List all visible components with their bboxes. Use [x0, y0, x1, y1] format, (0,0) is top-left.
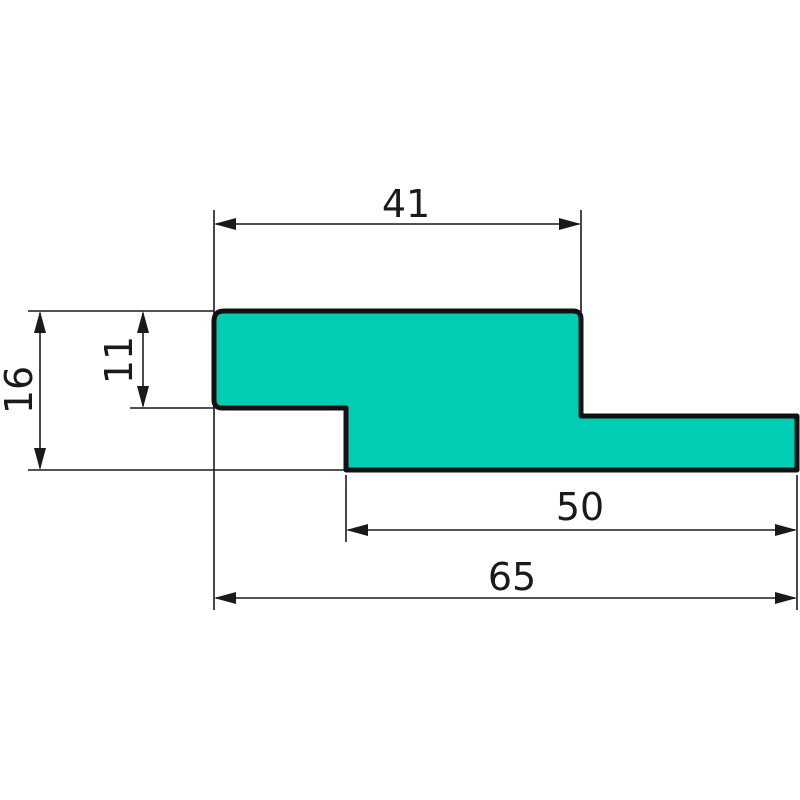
- dimension-label-height-total: 16: [0, 366, 41, 414]
- profile-shape: [211, 308, 800, 473]
- dimension-width-total: 65: [214, 555, 797, 604]
- arrow-left: [214, 592, 236, 604]
- dimension-width-top: 41: [214, 182, 581, 230]
- arrow-right: [775, 524, 797, 536]
- dimension-label-width-bottom: 50: [556, 485, 604, 529]
- dimension-label-height-top: 11: [97, 336, 141, 384]
- dimension-label-width-top: 41: [382, 182, 430, 226]
- arrow-up: [137, 311, 149, 333]
- dimension-width-bottom: 50: [346, 485, 797, 536]
- arrow-right: [775, 592, 797, 604]
- arrow-up: [34, 311, 46, 333]
- dimension-height-top: 11: [97, 311, 149, 408]
- arrow-right: [559, 218, 581, 230]
- arrow-left: [346, 524, 368, 536]
- arrow-down: [34, 448, 46, 470]
- dimension-height-total: 16: [0, 311, 46, 470]
- dimension-label-width-total: 65: [488, 555, 536, 599]
- arrow-down: [137, 386, 149, 408]
- arrow-left: [214, 218, 236, 230]
